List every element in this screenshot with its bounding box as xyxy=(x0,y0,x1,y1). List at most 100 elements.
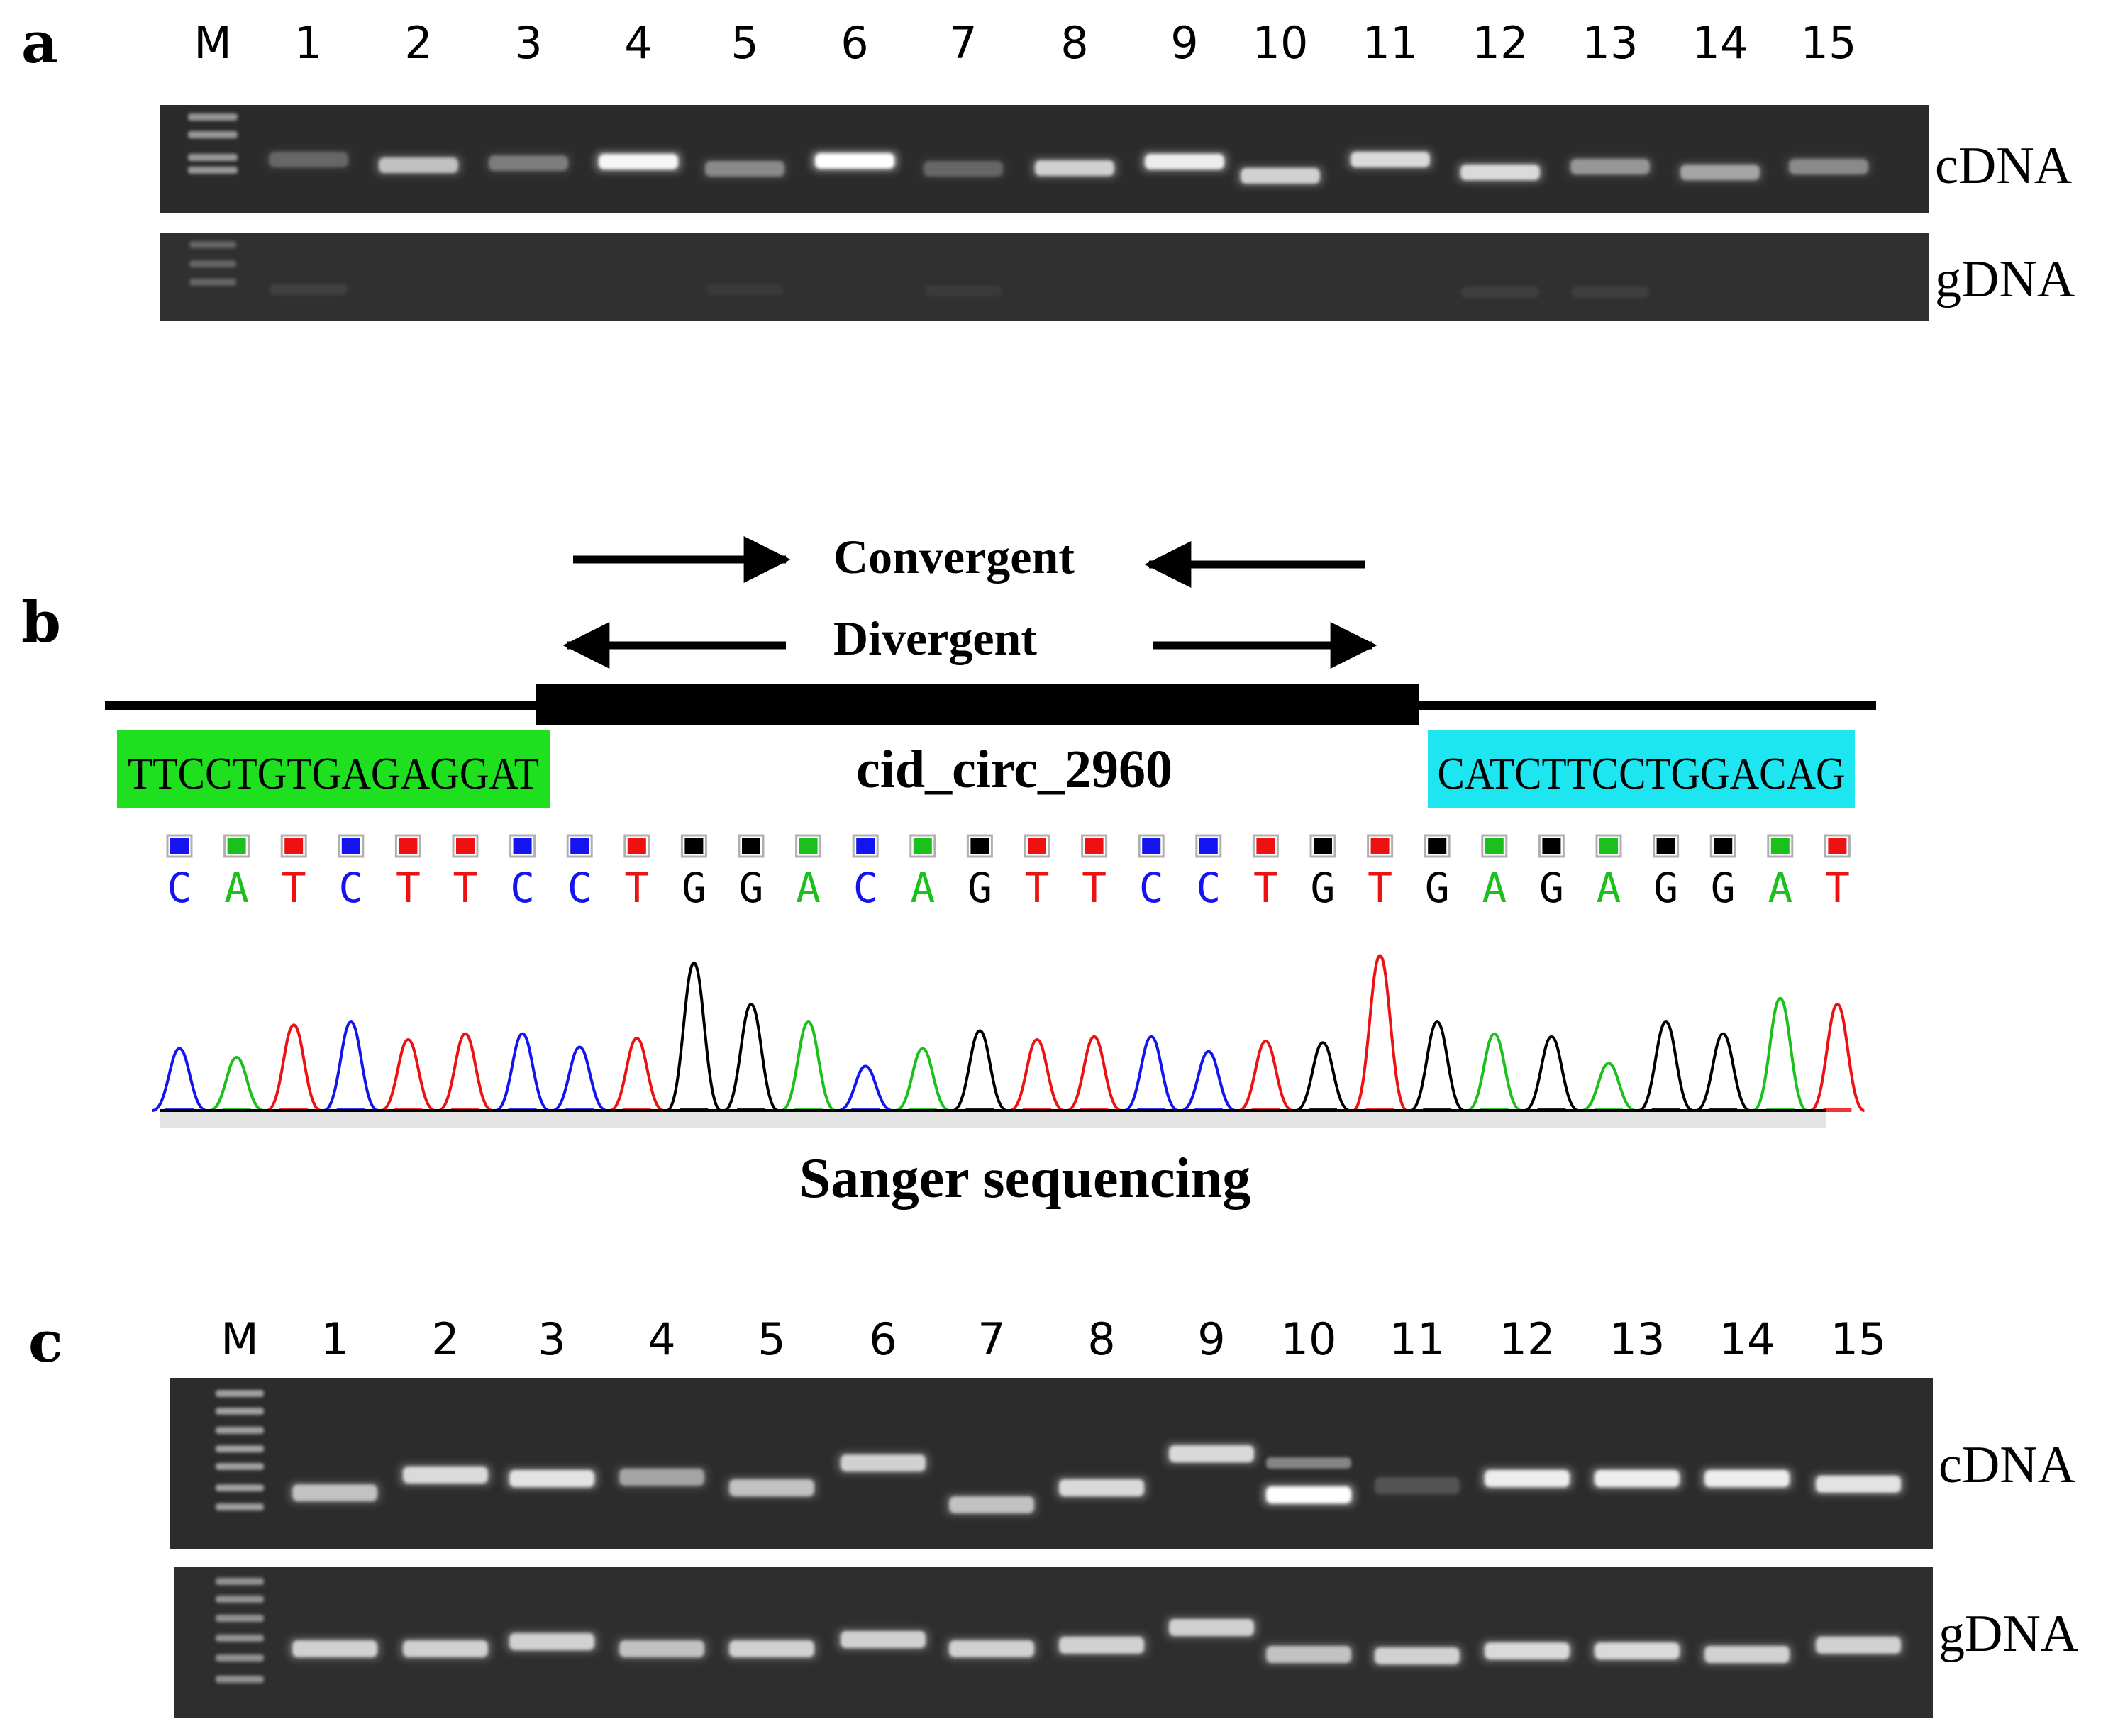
panel-c-gdna-band-14 xyxy=(1704,1646,1790,1663)
base-call-24: A xyxy=(1482,864,1507,912)
panel-c-cdna-band-1 xyxy=(292,1484,377,1501)
panel-a-gdna-band-13 xyxy=(1571,286,1649,298)
panel-c-lane-label-9: 9 xyxy=(1197,1313,1225,1365)
panel-c-gdna-ladder-band-4 xyxy=(216,1635,264,1642)
panel-c-lane-label-6: 6 xyxy=(869,1313,897,1365)
base-call-20: T xyxy=(1253,864,1278,912)
base-square-17 xyxy=(1085,838,1104,854)
chromatogram-peak-11 xyxy=(723,1003,779,1112)
panel-a-cdna-ladder-band-1 xyxy=(188,113,238,121)
left-junction-highlight xyxy=(117,730,550,808)
panel-a-lane-label-9: 9 xyxy=(1170,17,1198,69)
panel-a-cdna-ladder-band-3 xyxy=(188,154,238,161)
base-call-21: G xyxy=(1311,864,1336,912)
panel-c-gdna-ladder-band-3 xyxy=(216,1615,264,1622)
chromatogram-peak-28 xyxy=(1695,1032,1751,1112)
divergent-label: Divergent xyxy=(833,611,1037,665)
panel-a-lane-label-m: M xyxy=(194,17,232,69)
panel-c-gdna-band-11 xyxy=(1375,1647,1460,1664)
base-square-26 xyxy=(1599,838,1618,854)
base-square-18 xyxy=(1142,838,1161,854)
panel-c-lane-label-10: 10 xyxy=(1281,1313,1337,1365)
panel-c-cdna-band-10 xyxy=(1266,1486,1351,1503)
panel-a-gdna-bands xyxy=(189,241,1649,298)
panel-c-gdna-band-4 xyxy=(619,1640,704,1657)
panel-a-cdna-band-12 xyxy=(1460,165,1540,180)
chromatogram-peak-13 xyxy=(838,1064,893,1112)
panel-a-gdna-gel xyxy=(160,233,1929,321)
base-square-21 xyxy=(1314,838,1332,854)
base-call-26: A xyxy=(1597,864,1621,912)
panel-a-cdna-band-1 xyxy=(269,152,348,167)
panel-c-gdna-band-2 xyxy=(403,1640,488,1657)
chromatogram-peak-17 xyxy=(1066,1035,1122,1112)
panel-a-gdna-band-7 xyxy=(924,285,1002,296)
panel-a-cdna-band-9 xyxy=(1145,154,1224,169)
panel-c-gdna-band-10 xyxy=(1266,1646,1351,1663)
panel-c-gdna-band-1 xyxy=(292,1640,377,1657)
panel-c-lane-label-4: 4 xyxy=(648,1313,675,1365)
panel-c-gdna-ladder xyxy=(216,1578,264,1683)
panel-c-lane-label-8: 8 xyxy=(1087,1313,1115,1365)
panel-c-cdna-ladder-band-7 xyxy=(216,1503,264,1510)
base-call-10: G xyxy=(682,864,706,912)
base-square-23 xyxy=(1428,838,1447,854)
panel-c-cdna-band-5 xyxy=(729,1479,814,1496)
base-square-16 xyxy=(1028,838,1046,854)
panel-a-cdna-ladder-band-4 xyxy=(188,167,238,174)
base-call-4: C xyxy=(338,864,363,912)
base-square-5 xyxy=(399,838,418,854)
base-call-8: C xyxy=(567,864,592,912)
panel-c-cdna-ladder-band-6 xyxy=(216,1484,264,1491)
panel-c-cdna-band-14 xyxy=(1704,1470,1790,1487)
base-square-27 xyxy=(1656,838,1675,854)
panel-a-lane-label-10: 10 xyxy=(1253,17,1309,69)
panel-c-lane-label-3: 3 xyxy=(538,1313,565,1365)
right-junction-highlight xyxy=(1428,730,1855,808)
panel-b-letter: b xyxy=(21,589,61,655)
base-square-14 xyxy=(913,838,932,854)
base-call-2: A xyxy=(224,864,249,912)
panel-a-cdna-band-3 xyxy=(489,155,568,171)
panel-c-cdna-ladder-band-3 xyxy=(216,1427,264,1434)
panel-c-cdna-band-10-upper xyxy=(1266,1457,1351,1469)
panel-c-gdna-band-8 xyxy=(1059,1637,1144,1654)
panel-c-gdna-bands xyxy=(288,1616,1905,1667)
base-square-15 xyxy=(970,838,989,854)
chromatogram-peak-29 xyxy=(1752,996,1808,1112)
panel-c-gdna-ladder-band-1 xyxy=(216,1578,264,1585)
chromatogram-peak-25 xyxy=(1524,1035,1580,1112)
base-call-14: A xyxy=(910,864,935,912)
base-call-6: T xyxy=(453,864,478,912)
base-square-19 xyxy=(1199,838,1218,854)
panel-c-gdna-ladder-band-5 xyxy=(216,1654,264,1662)
base-call-1: C xyxy=(167,864,192,912)
panel-c-lane-label-7: 7 xyxy=(977,1313,1005,1365)
base-square-9 xyxy=(627,838,646,854)
panel-a-lane-label-1: 1 xyxy=(294,17,322,69)
base-square-12 xyxy=(799,838,818,854)
base-call-13: C xyxy=(853,864,878,912)
base-square-8 xyxy=(570,838,589,854)
panel-a-cdna-band-7 xyxy=(924,161,1003,177)
panel-c-lane-label-15: 15 xyxy=(1831,1313,1887,1365)
panel-c-lane-label-13: 13 xyxy=(1609,1313,1665,1365)
panel-c-cdna-ladder-band-1 xyxy=(216,1390,264,1397)
panel-c-cdna-band-11 xyxy=(1375,1477,1460,1494)
panel-a-cdna-band-15 xyxy=(1789,159,1868,174)
chromatogram-peak-12 xyxy=(780,1020,836,1112)
panel-a-cdna-bands xyxy=(188,113,1873,187)
panel-a-lane-label-15: 15 xyxy=(1801,17,1857,69)
panel-a-gdna-ladder-band-1 xyxy=(189,241,236,248)
panel-c-cdna-band-8 xyxy=(1059,1479,1144,1496)
panel-c-gdna-band-5 xyxy=(729,1640,814,1657)
base-call-12: A xyxy=(796,864,821,912)
panel-a-cdna-band-10 xyxy=(1241,168,1320,184)
panel-a-gdna-band-1 xyxy=(270,284,348,295)
chromatogram-baseline-mark-30 xyxy=(1823,1108,1852,1112)
base-square-28 xyxy=(1714,838,1733,854)
panel-a-lane-label-11: 11 xyxy=(1363,17,1419,69)
